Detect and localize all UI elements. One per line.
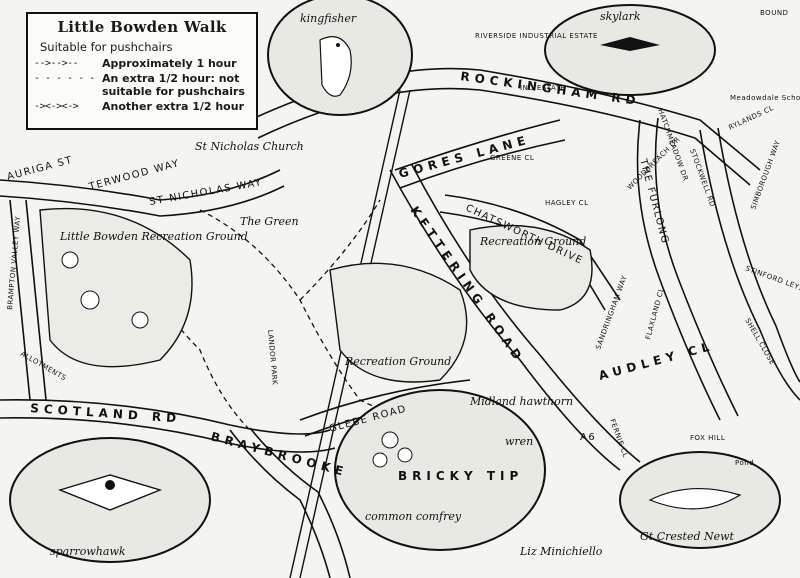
central-rec: Recreation Ground xyxy=(329,262,468,383)
legend-label: Another extra 1/2 hour xyxy=(102,100,244,113)
bricky-tip-label: BRICKY TIP xyxy=(398,469,523,483)
legend-subtitle: Suitable for pushchairs xyxy=(40,40,173,54)
newt-label: Gt Crested Newt xyxy=(640,530,735,543)
label-pond: Pond xyxy=(735,459,754,467)
label-a6: A6 xyxy=(580,432,596,443)
central-rec-label: Recreation Ground xyxy=(344,355,451,368)
label-ind-estate: IND ESTATE xyxy=(520,84,565,92)
newt-vignette: Gt Crested Newt xyxy=(619,451,781,549)
bricky-tip-vignette: BRICKY TIP Midland hawthorn wren common … xyxy=(334,389,573,551)
comfrey-label: common comfrey xyxy=(365,510,462,523)
sparrowhawk-vignette: sparrowhawk xyxy=(9,437,211,563)
legend-symbol: -><-><-> xyxy=(34,101,79,112)
kingfisher-label: kingfisher xyxy=(300,12,357,25)
chatsworth-rec-label: Recreation Ground xyxy=(479,235,586,248)
legend-label: Approximately 1 hour xyxy=(102,57,237,70)
label-fox-hill: FOX HILL xyxy=(690,434,725,442)
legend-row-2: - - - - - - An extra 1/2 hour: not suita… xyxy=(34,72,250,98)
sparrowhawk-label: sparrowhawk xyxy=(50,545,126,558)
label-st-nicholas-church: St Nicholas Church xyxy=(195,140,304,153)
little-bowden-rec: Little Bowden Recreation Ground xyxy=(39,207,248,368)
little-bowden-rec-label: Little Bowden Recreation Ground xyxy=(59,230,248,243)
legend-row-1: -->-->-- Approximately 1 hour xyxy=(34,57,250,70)
road-network xyxy=(0,67,800,578)
wren-label: wren xyxy=(505,435,533,448)
label-bound: BOUND xyxy=(760,9,788,17)
label-greene-cl: GREENE CL xyxy=(490,154,534,162)
label-riverside-industrial-estate: RIVERSIDE INDUSTRIAL ESTATE xyxy=(475,32,598,40)
legend-symbol: -->-->-- xyxy=(34,58,79,69)
legend-symbol: - - - - - - xyxy=(34,73,95,84)
skylark-label: skylark xyxy=(600,10,641,23)
legend-row-3: -><-><-> Another extra 1/2 hour xyxy=(34,100,250,113)
label-the-green: The Green xyxy=(240,215,299,228)
artist-credit: Liz Minichiello xyxy=(519,545,603,558)
kingfisher-vignette: kingfisher xyxy=(267,0,413,116)
label-hagley-cl: HAGLEY CL xyxy=(545,199,588,207)
label-meadowdale-school: Meadowdale School xyxy=(730,94,800,102)
legend-label: An extra 1/2 hour: not suitable for push… xyxy=(102,72,245,98)
hawthorn-label: Midland hawthorn xyxy=(469,395,573,408)
map-legend: Little Bowden Walk Suitable for pushchai… xyxy=(26,12,258,130)
skylark-vignette: skylark xyxy=(544,4,716,96)
legend-title: Little Bowden Walk xyxy=(57,18,227,36)
chatsworth-rec: Recreation Ground xyxy=(469,224,593,311)
